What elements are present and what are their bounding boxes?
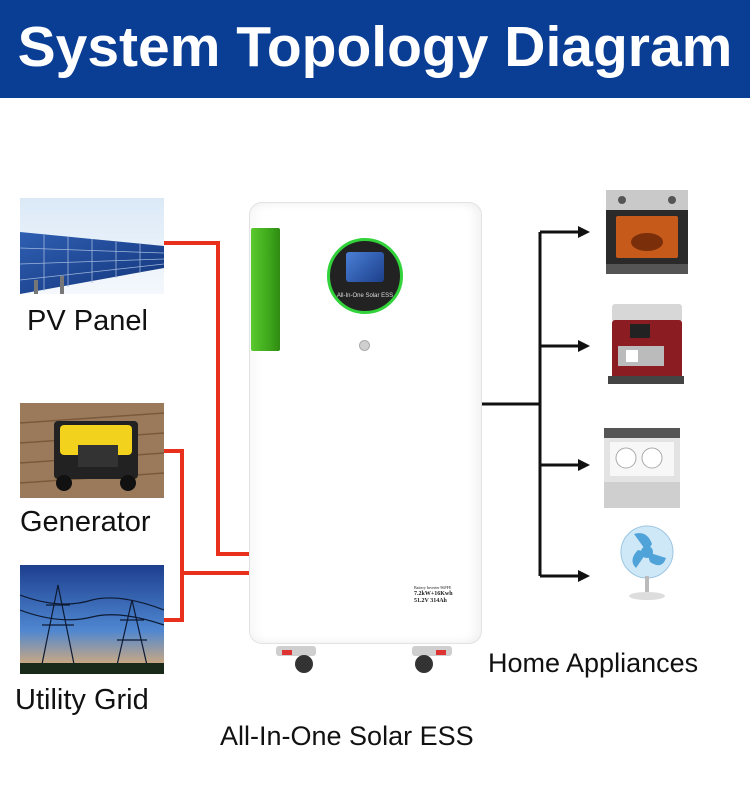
ess-screen <box>346 252 384 282</box>
coffee-machine-icon <box>608 304 684 384</box>
spec-line-3: 51.2V 314Ah <box>414 598 447 604</box>
arrow-fan <box>578 570 590 582</box>
electric-fan-icon <box>620 525 674 600</box>
generator-label: Generator <box>20 506 151 538</box>
lock-icon <box>359 340 370 351</box>
dishwasher-icon <box>604 428 680 508</box>
wheel-right-icon <box>412 646 452 673</box>
arrow-coffee <box>578 340 590 352</box>
page-title: System Topology Diagram <box>17 15 733 79</box>
generator-image <box>20 403 164 498</box>
home-appliances-caption: Home Appliances <box>488 648 699 678</box>
ess-spec-label: Battery Inverter 96PFE 7.2kW+16Kwh 51.2V… <box>414 584 474 605</box>
spec-line-2: 7.2kW+16Kwh <box>414 591 453 597</box>
header-banner: System Topology Diagram <box>0 0 750 98</box>
utility-grid-label: Utility Grid <box>15 684 149 716</box>
pv-panel-label: PV Panel <box>27 305 148 337</box>
pv-panel-image <box>20 198 164 294</box>
ess-handle <box>251 228 280 351</box>
pv-wire <box>164 241 249 556</box>
spec-line-1: Battery Inverter 96PFE <box>414 585 452 590</box>
ess-display-text: All-In-One Solar ESS <box>336 293 394 299</box>
generator-wire <box>164 449 184 622</box>
arrow-oven <box>578 226 590 238</box>
arrow-dishwasher <box>578 459 590 471</box>
ess-caption: All-In-One Solar ESS <box>220 721 474 751</box>
wheel-left-icon <box>276 646 316 673</box>
utility-grid-image <box>20 565 164 674</box>
oven-icon <box>606 190 688 274</box>
